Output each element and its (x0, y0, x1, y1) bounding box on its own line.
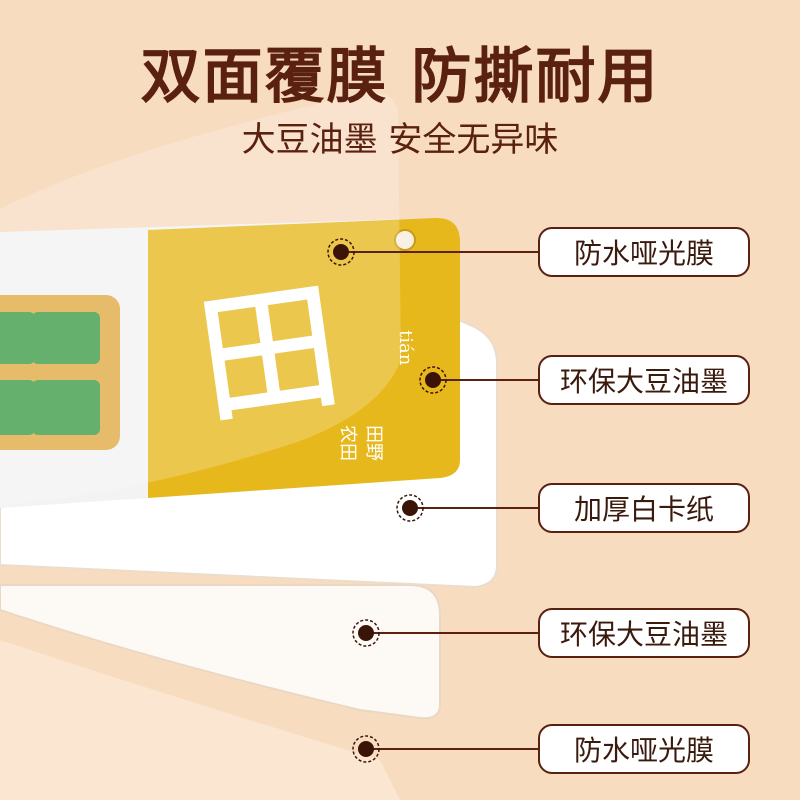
field-thumbnail-cell (32, 380, 100, 435)
marker-dot (352, 735, 380, 763)
marker-dot (396, 494, 424, 522)
top-film-layer (0, 92, 402, 507)
marker-dot (419, 366, 447, 394)
layer-label-2: 环保大豆油墨 (538, 355, 750, 405)
card-character: 田 (189, 264, 350, 445)
card-pinyin: tián (395, 330, 416, 366)
headline: 双面覆膜 防撕耐用 (140, 42, 660, 112)
printed-card: 田 tián 田野 农田 (0, 217, 460, 508)
card-hole (394, 229, 416, 251)
bottom-film-layer (0, 640, 400, 800)
card-word-1: 田野 (363, 425, 384, 461)
marker-dot (352, 619, 380, 647)
lower-ink-layer (0, 584, 441, 720)
layer-label-1: 防水哑光膜 (538, 227, 750, 277)
card-word-2: 农田 (337, 425, 358, 461)
connector-lines (341, 251, 540, 750)
layer-label-4: 环保大豆油墨 (538, 608, 750, 658)
field-thumbnail-cell (32, 312, 100, 364)
marker-dot (327, 238, 355, 266)
layer-label-3: 加厚白卡纸 (538, 483, 750, 533)
layer-markers (327, 238, 447, 763)
subheadline: 大豆油墨 安全无异味 (241, 120, 559, 160)
field-thumbnail-cell (0, 312, 35, 364)
layer-label-5: 防水哑光膜 (538, 724, 750, 774)
printed-card-yellow-panel (148, 217, 460, 498)
field-thumbnail-cell (0, 380, 35, 435)
